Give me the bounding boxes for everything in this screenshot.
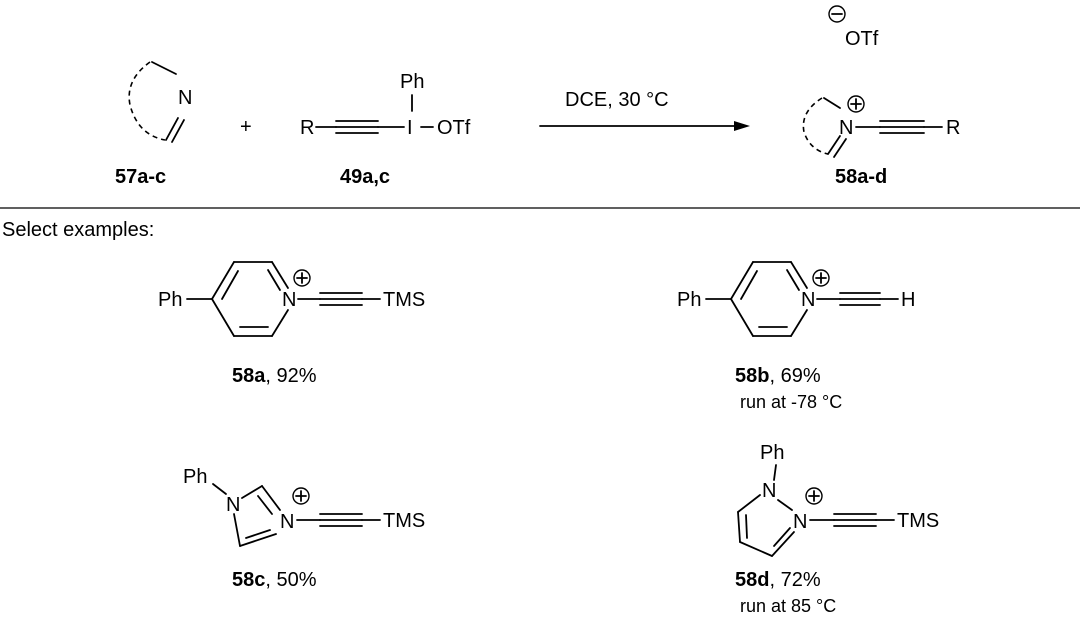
bond <box>827 135 841 155</box>
ring-double <box>257 495 273 515</box>
ring-arc-dashed <box>128 61 166 141</box>
ring-bond <box>790 261 808 289</box>
ring-double <box>221 270 239 300</box>
ring-arc-dashed <box>802 97 829 155</box>
atom-n: N <box>178 87 192 109</box>
reactant-iodonium: R I Ph OTf <box>300 71 471 139</box>
atom-n: N <box>793 511 807 533</box>
atom-n: N <box>282 289 296 311</box>
ring-bond <box>211 261 235 300</box>
minus-charge-icon <box>828 5 846 23</box>
plus-charge-icon <box>812 269 830 287</box>
ring-bond <box>233 513 241 547</box>
terminus-label: H <box>901 289 915 311</box>
iodine-label: I <box>407 117 413 139</box>
yield-label: 58c, 50% <box>232 569 317 591</box>
compound-label-58: 58a-d <box>835 166 887 188</box>
reactant-heterocycle: N <box>128 61 192 143</box>
substituent-label: Ph <box>677 289 701 311</box>
arrow-head <box>734 121 750 131</box>
bond <box>773 464 777 481</box>
product-ynammonium: OTf N R <box>802 5 960 158</box>
plus-charge-icon <box>293 269 311 287</box>
atom-n1: N <box>226 494 240 516</box>
terminus-label: TMS <box>897 510 939 532</box>
example-58d: Ph N N TMS 58d, 72% run at 85 °C <box>735 442 939 616</box>
reaction-conditions: DCE, 30 °C <box>565 89 669 111</box>
example-58a: Ph N TMS 58a, 92% <box>158 261 425 387</box>
condition-note: run at -78 °C <box>740 392 842 412</box>
compound-label-57: 57a-c <box>115 166 166 188</box>
bond <box>212 483 227 495</box>
ring-bond <box>777 499 793 511</box>
ring-bond <box>241 485 263 499</box>
atom-n1: N <box>762 480 776 502</box>
ring-double <box>245 529 271 539</box>
substituent-label: Ph <box>760 442 784 464</box>
r-group-label: R <box>300 117 314 139</box>
example-58b: Ph N H 58b, 69% run at -78 °C <box>677 261 915 412</box>
bond <box>151 61 177 75</box>
ring-bond <box>239 533 277 547</box>
substituent-label: Ph <box>183 466 207 488</box>
compound-label-49: 49a,c <box>340 166 390 188</box>
otf-label: OTf <box>437 117 471 139</box>
substituent-label: Ph <box>158 289 182 311</box>
plus-charge-icon <box>847 95 865 113</box>
atom-n: N <box>280 511 294 533</box>
phenyl-label: Ph <box>400 71 424 93</box>
reaction-arrow: DCE, 30 °C <box>539 89 750 131</box>
atom-n: N <box>839 117 853 139</box>
ring-bond <box>271 309 289 337</box>
plus-charge-icon <box>292 487 310 505</box>
terminus-label: TMS <box>383 289 425 311</box>
ring-double <box>745 514 748 539</box>
ring-double <box>773 527 791 547</box>
plus-sign: + <box>240 116 252 138</box>
example-58c: Ph N N TMS 58c, 50% <box>183 466 425 591</box>
section-heading: Select examples: <box>2 219 154 241</box>
ring-bond <box>739 541 773 557</box>
condition-note: run at 85 °C <box>740 596 836 616</box>
ring-bond <box>730 261 754 300</box>
ring-bond <box>271 261 289 289</box>
ring-bond <box>737 511 741 543</box>
terminus-label: TMS <box>383 510 425 532</box>
bond <box>833 138 847 158</box>
ring-bond <box>771 531 795 557</box>
ring-bond <box>737 494 761 513</box>
bond <box>171 119 185 143</box>
yield-label: 58b, 69% <box>735 365 821 387</box>
r-group-label: R <box>946 117 960 139</box>
bond <box>823 97 841 109</box>
atom-n: N <box>801 289 815 311</box>
yield-label: 58d, 72% <box>735 569 821 591</box>
counterion-label: OTf <box>845 28 879 50</box>
plus-charge-icon <box>805 487 823 505</box>
ring-bond <box>211 298 235 337</box>
ring-bond <box>730 298 754 337</box>
yield-label: 58a, 92% <box>232 365 317 387</box>
ring-bond <box>261 485 281 511</box>
ring-double <box>267 269 281 291</box>
ring-double <box>740 270 758 300</box>
ring-double <box>786 269 800 291</box>
bond <box>165 117 179 141</box>
ring-bond <box>790 309 808 337</box>
